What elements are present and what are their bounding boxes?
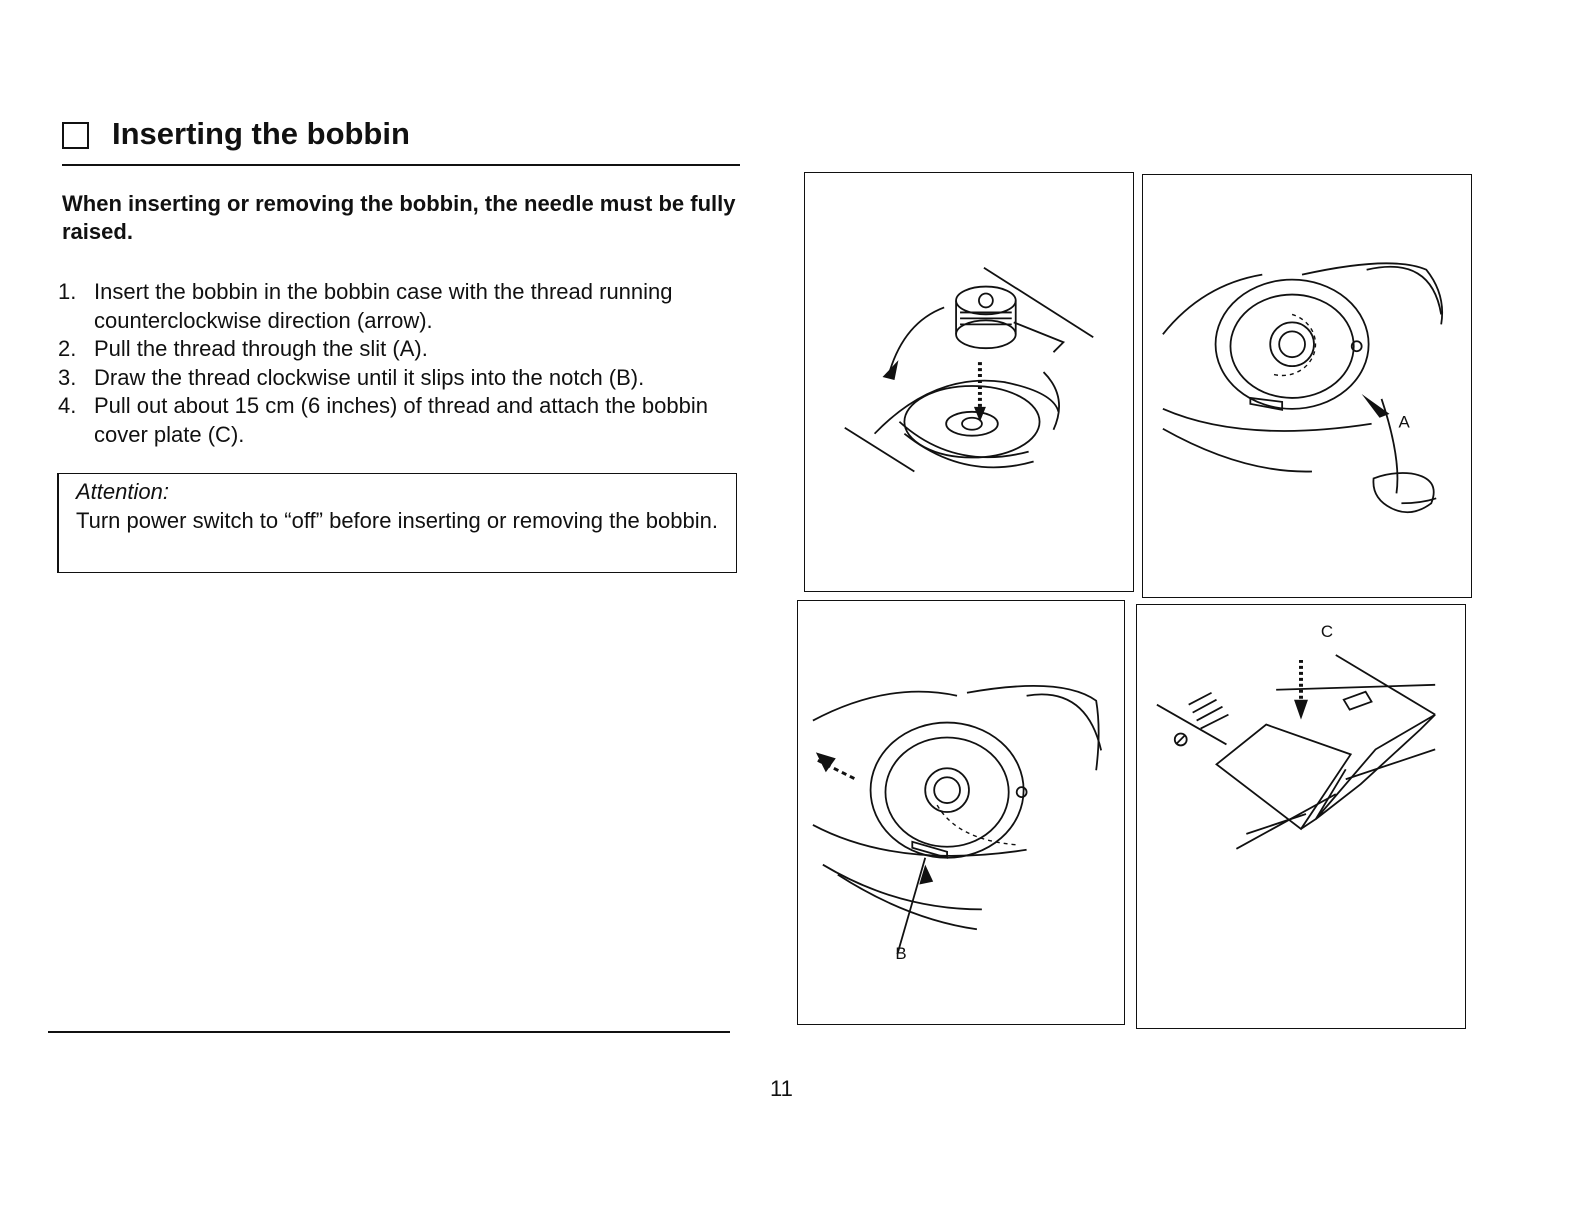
footer-divider <box>48 1031 730 1033</box>
cover-plate-c-illustration: C <box>1156 622 1436 850</box>
step-number: 2. <box>58 336 77 361</box>
checkbox-square-icon <box>62 122 89 149</box>
step-number: 3. <box>58 364 77 390</box>
attention-heading: Attention: <box>76 479 169 504</box>
figure-insert-bobbin <box>804 172 1134 592</box>
step-item: 4. Pull out about 15 cm (6 inches) of thr… <box>58 392 758 449</box>
figure-slit-a: A <box>1142 174 1472 598</box>
step-number: 1. <box>58 279 77 304</box>
step-text: Insert the bobbin in the bobbin case wit… <box>94 279 673 333</box>
attention-text: Turn power switch to “off” before insert… <box>76 508 718 533</box>
section-title: Inserting the bobbin <box>112 116 410 151</box>
notch-b-illustration: B <box>812 685 1103 963</box>
step-text: Pull out about 15 cm (6 inches) of threa… <box>94 393 708 447</box>
page-number: 11 <box>770 1076 793 1101</box>
needle-warning: When inserting or removing the bobbin, t… <box>62 191 736 244</box>
figure-notch-b: B <box>797 600 1125 1025</box>
step-text: Draw the thread clockwise until it slips… <box>94 364 645 390</box>
label-c: C <box>1321 622 1333 641</box>
slit-a-illustration: A <box>1162 262 1444 514</box>
label-a: A <box>1398 413 1410 432</box>
instruction-steps: 1. Insert the bobbin in the bobbin case w… <box>58 278 758 449</box>
step-item: 1. Insert the bobbin in the bobbin case w… <box>58 278 758 335</box>
label-b: B <box>895 944 906 963</box>
bobbin-insert-illustration <box>844 266 1094 473</box>
step-number: 4. <box>58 393 77 418</box>
figure-cover-plate-c: C <box>1136 604 1466 1029</box>
step-item: 2. Pull the thread through the slit (A). <box>58 335 758 364</box>
step-text: Pull the thread through the slit (A). <box>94 336 428 361</box>
step-item: 3. Draw the thread clockwise until it sli… <box>58 364 758 393</box>
section-header: Inserting the bobbin <box>62 116 740 166</box>
attention-box: Attention: Turn power switch to “off” be… <box>57 473 737 573</box>
